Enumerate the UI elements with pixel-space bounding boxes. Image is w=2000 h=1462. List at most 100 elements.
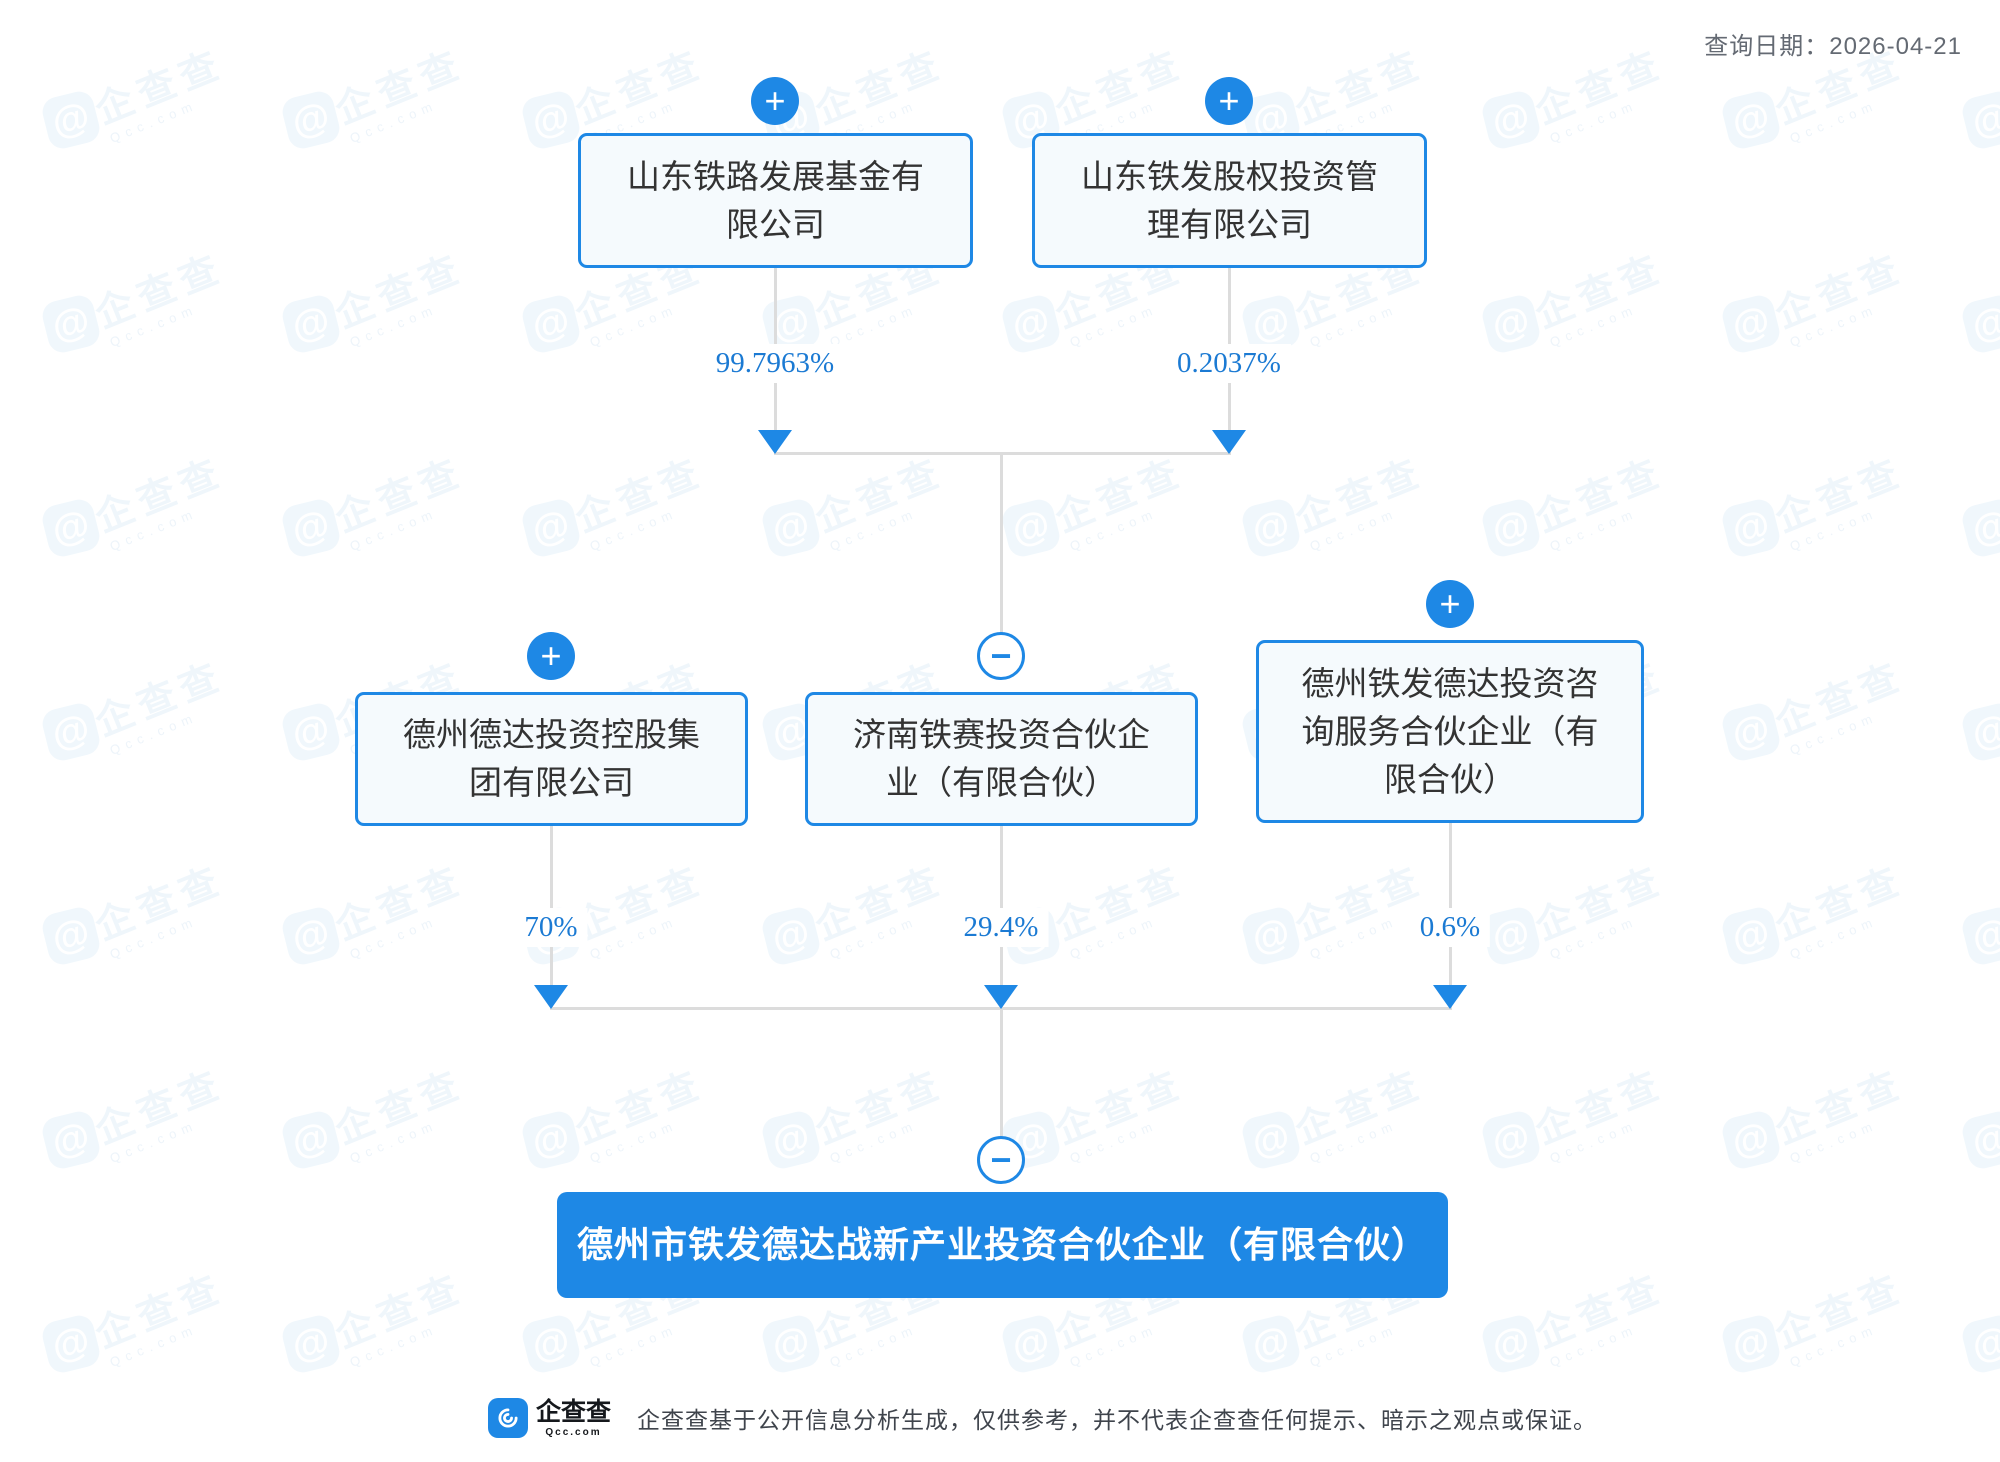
watermark-brand-text: 企查查 <box>1769 1062 1911 1153</box>
watermark-logo-icon: @ <box>1959 292 2000 356</box>
watermark-brand-text: 企查查 <box>1529 858 1671 949</box>
watermark-logo-icon: @ <box>1719 88 1783 152</box>
watermark-logo-icon: @ <box>1959 700 2000 764</box>
company-node-shareholder-4[interactable]: 济南铁赛投资合伙企业（有限合伙） <box>805 692 1198 826</box>
watermark-logo-icon: @ <box>519 1108 583 1172</box>
watermark-domain-text: Qcc.com <box>827 913 920 962</box>
watermark-domain-text: Qcc.com <box>827 301 920 350</box>
company-node-shareholder-1[interactable]: 山东铁路发展基金有限公司 <box>578 133 973 268</box>
watermark-logo-icon: @ <box>1479 1108 1543 1172</box>
company-node-shareholder-5[interactable]: 德州铁发德达投资咨询服务合伙企业（有限合伙） <box>1256 640 1644 823</box>
watermark-domain-text: Qcc.com <box>827 505 920 554</box>
collapse-icon[interactable]: − <box>977 1136 1025 1184</box>
watermark-logo-icon: @ <box>39 292 103 356</box>
watermark-logo-icon: @ <box>39 1108 103 1172</box>
company-node-shareholder-3[interactable]: 德州德达投资控股集团有限公司 <box>355 692 748 826</box>
footer: 企查查 Qcc.com 企查查基于公开信息分析生成，仅供参考，并不代表企查查任何… <box>488 1398 1597 1438</box>
expand-icon[interactable]: + <box>527 632 575 680</box>
watermark-brand-text: 企查查 <box>1529 450 1671 541</box>
watermark-logo-icon: @ <box>279 700 343 764</box>
watermark-brand-text: 企查查 <box>329 42 471 133</box>
watermark-brand-text: 企查查 <box>1049 450 1191 541</box>
watermark-domain-text: Qcc.com <box>1307 1321 1400 1370</box>
watermark-brand-text: 企查查 <box>569 42 711 133</box>
watermark-domain-text: Qcc.com <box>1787 1321 1880 1370</box>
watermark-logo-icon: @ <box>1959 1312 2000 1376</box>
watermark-brand-text: 企查查 <box>89 42 231 133</box>
watermark-brand-text: 企查查 <box>89 450 231 541</box>
watermark-logo-icon: @ <box>519 496 583 560</box>
watermark-brand-text: 企查查 <box>1049 858 1191 949</box>
watermark-logo-icon: @ <box>519 88 583 152</box>
watermark-logo-icon: @ <box>1719 1312 1783 1376</box>
watermark-logo-icon: @ <box>999 1312 1063 1376</box>
watermark-brand-text: 企查查 <box>1289 450 1431 541</box>
watermark-domain-text: Qcc.com <box>587 505 680 554</box>
collapse-icon[interactable]: − <box>977 632 1025 680</box>
qcc-brand: 企查查 Qcc.com <box>536 1399 611 1438</box>
arrow-down-icon <box>534 985 568 1009</box>
watermark-logo-icon: @ <box>279 292 343 356</box>
arrow-down-icon <box>758 430 792 454</box>
connector-line <box>1000 452 1003 656</box>
watermark-brand-text: 企查查 <box>329 450 471 541</box>
watermark-brand-text: 企查查 <box>89 858 231 949</box>
watermark-brand-text: 企查查 <box>1529 1062 1671 1153</box>
expand-icon[interactable]: + <box>751 77 799 125</box>
watermark-domain-text: Qcc.com <box>1307 301 1400 350</box>
watermark-brand-text: 企查查 <box>1529 246 1671 337</box>
watermark-logo-icon: @ <box>1719 292 1783 356</box>
watermark-logo-icon: @ <box>1479 88 1543 152</box>
arrow-down-icon <box>1433 985 1467 1009</box>
watermark-brand-text: 企查查 <box>809 42 951 133</box>
company-node-shareholder-2[interactable]: 山东铁发股权投资管理有限公司 <box>1032 133 1427 268</box>
watermark-domain-text: Qcc.com <box>1547 913 1640 962</box>
expand-icon[interactable]: + <box>1426 580 1474 628</box>
watermark-logo-icon: @ <box>1239 496 1303 560</box>
watermark-domain-text: Qcc.com <box>1547 505 1640 554</box>
expand-icon[interactable]: + <box>1205 77 1253 125</box>
watermark-brand-text: 企查查 <box>89 1266 231 1357</box>
watermark-logo-icon: @ <box>1479 292 1543 356</box>
watermark-logo-icon: @ <box>1239 1108 1303 1172</box>
watermark-logo-icon: @ <box>1479 1312 1543 1376</box>
ownership-percent: 0.2037% <box>1167 344 1291 383</box>
watermark-brand-text: 企查查 <box>569 450 711 541</box>
watermark-domain-text: Qcc.com <box>1067 505 1160 554</box>
company-node-root[interactable]: 德州市铁发德达战新产业投资合伙企业（有限合伙） <box>557 1192 1448 1298</box>
watermark-logo-icon: @ <box>1719 496 1783 560</box>
watermark-brand-text: 企查查 <box>1049 42 1191 133</box>
watermark-logo-icon: @ <box>279 496 343 560</box>
watermark-logo-icon: @ <box>279 1312 343 1376</box>
watermark-logo-icon: @ <box>1719 1108 1783 1172</box>
spiral-glyph <box>498 1408 518 1428</box>
watermark-brand-text: 企查查 <box>1289 42 1431 133</box>
ownership-percent: 70% <box>514 908 588 947</box>
watermark-domain-text: Qcc.com <box>1067 1321 1160 1370</box>
watermark-brand-text: 企查查 <box>1529 42 1671 133</box>
watermark-domain-text: Qcc.com <box>587 913 680 962</box>
watermark-logo-icon: @ <box>999 496 1063 560</box>
